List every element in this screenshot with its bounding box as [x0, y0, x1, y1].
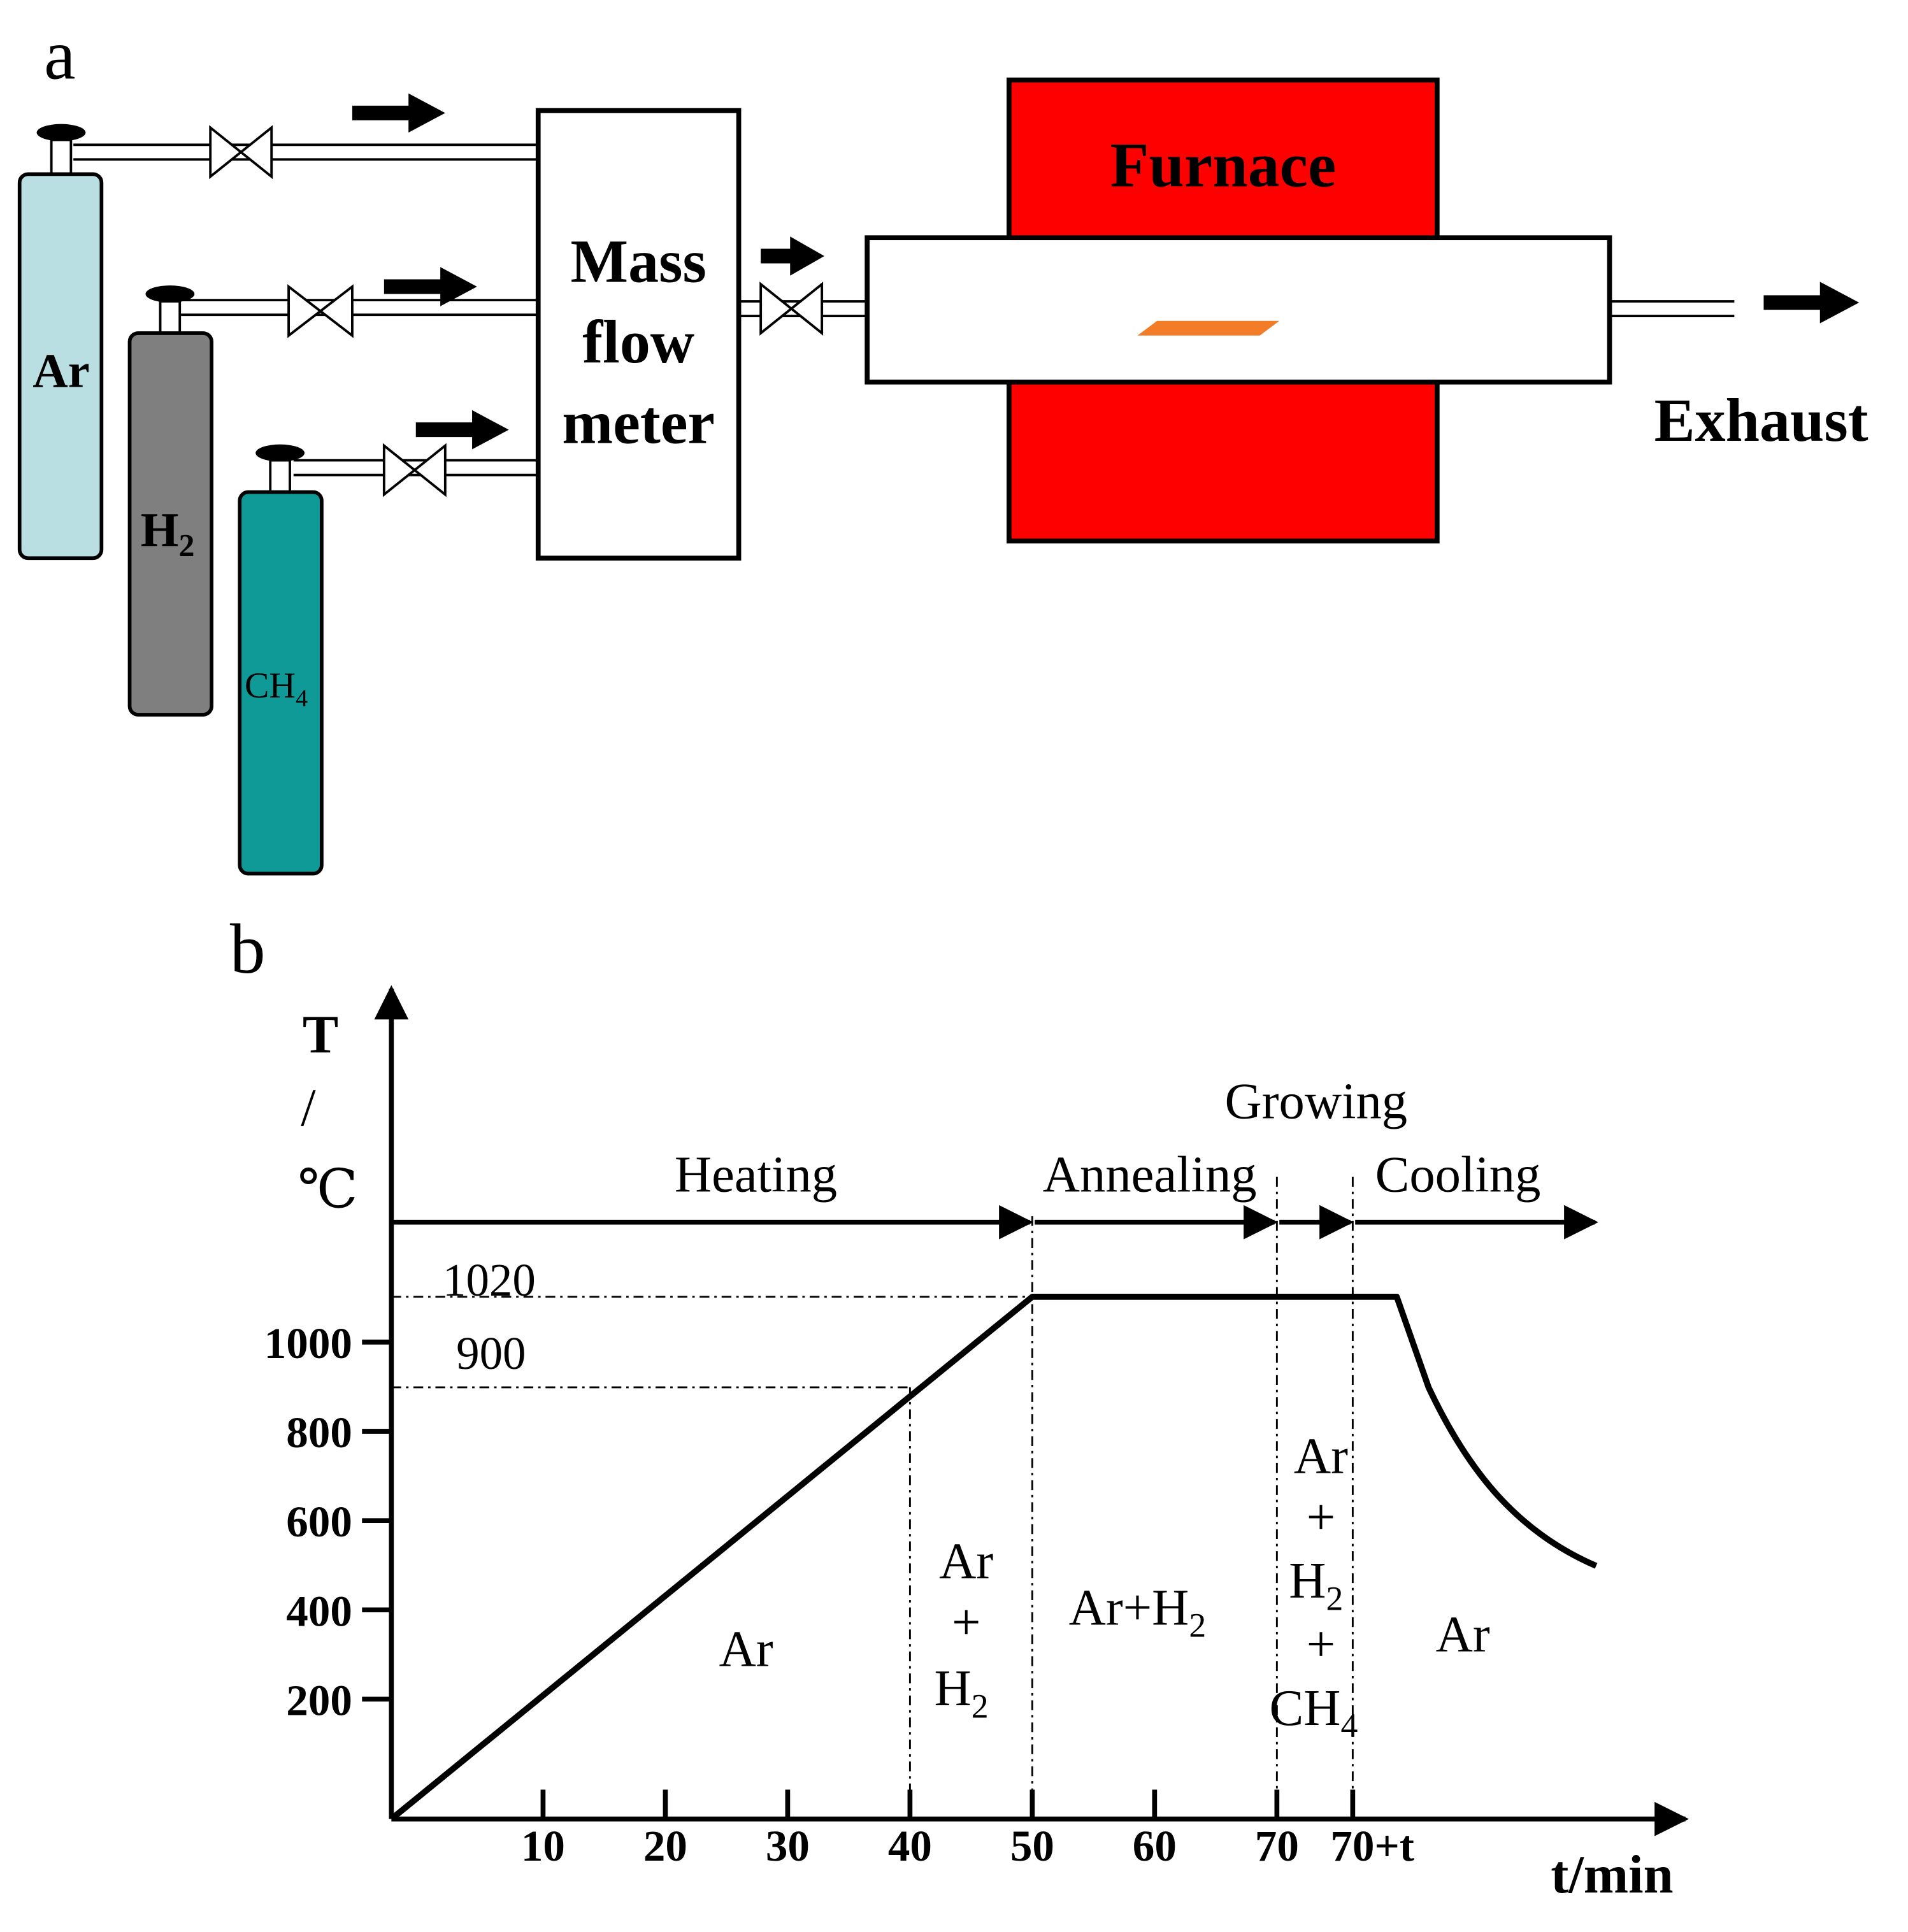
level-label-1020: 1020: [443, 1254, 536, 1306]
gas-label-pre-anneal: Ar + H2: [934, 1533, 993, 1725]
x-tick-label: 10: [521, 1821, 565, 1870]
cylinder-ch4: CH4: [238, 444, 324, 876]
substrate-sample: [1137, 320, 1280, 336]
valve-h2[interactable]: [287, 284, 354, 338]
cylinder-ch4-body: [238, 490, 324, 876]
valve-main[interactable]: [759, 282, 824, 336]
panel-b: b T / ℃ t/min 200 400 600 800 1000: [230, 910, 1689, 1905]
x-tick-label: 40: [888, 1821, 932, 1870]
svg-text:+: +: [1307, 1616, 1335, 1673]
svg-text:Ar: Ar: [939, 1533, 993, 1589]
cylinder-h2-label: H2: [141, 503, 195, 562]
mass-flow-meter-line-3: meter: [562, 389, 715, 457]
cylinder-ch4-label: CH4: [245, 666, 308, 712]
flow-arrows: [352, 93, 1860, 450]
cylinder-h2-body: [127, 331, 214, 717]
flow-arrow-ar-icon: [352, 93, 445, 133]
flow-arrow-h2-icon: [384, 267, 477, 306]
y-tick-label: 200: [286, 1675, 352, 1724]
x-tick-label: 30: [766, 1821, 810, 1870]
exhaust-arrow-icon: [1763, 282, 1860, 324]
y-axis-label-slash: /: [301, 1078, 316, 1138]
temperature-profile: [389, 1294, 1598, 1822]
gas-pipes: [73, 143, 1735, 476]
gas-label-growing: Ar + H2 + CH4: [1269, 1428, 1358, 1745]
x-ticks: 10 20 30 40 50 60 70 70+t: [521, 1789, 1414, 1870]
x-axis-label: t/min: [1551, 1845, 1673, 1905]
valve-ar[interactable]: [209, 125, 273, 180]
cylinder-ar-label: Ar: [32, 343, 90, 397]
flow-arrow-ch4-icon: [415, 410, 509, 450]
panel-a: a: [17, 17, 1869, 876]
y-tick-label: 800: [286, 1408, 352, 1457]
quartz-tube: [864, 235, 1612, 385]
gas-label-annealing: Ar+H2: [1069, 1579, 1207, 1644]
mass-flow-meter-line-2: flow: [582, 308, 694, 376]
x-tick-label: 50: [1010, 1821, 1054, 1870]
stage-label-annealing: Annealing: [1043, 1147, 1257, 1203]
valves: [209, 125, 824, 497]
stage-label-cooling: Cooling: [1375, 1147, 1541, 1203]
panel-a-label: a: [44, 17, 75, 95]
y-axis-label-t: T: [303, 1005, 338, 1064]
x-tick-label: 70: [1255, 1821, 1299, 1870]
furnace-label: Furnace: [1110, 130, 1336, 201]
svg-text:Ar: Ar: [1294, 1428, 1348, 1484]
y-tick-label: 600: [286, 1497, 352, 1546]
x-tick-label: 70+t: [1330, 1821, 1414, 1870]
valve-ch4[interactable]: [382, 443, 447, 497]
gas-label-cooling: Ar: [1436, 1606, 1490, 1663]
x-tick-label: 60: [1133, 1821, 1177, 1870]
exhaust-label: Exhaust: [1654, 386, 1869, 454]
gas-label-heating: Ar: [719, 1621, 773, 1678]
y-axis-label-unit: ℃: [298, 1161, 358, 1220]
furnace: Furnace: [864, 77, 1612, 544]
cylinder-ar: Ar: [17, 124, 104, 561]
svg-text:+: +: [1307, 1489, 1335, 1545]
y-tick-label: 400: [286, 1586, 352, 1635]
stage-label-heating: Heating: [675, 1147, 837, 1203]
svg-text:H2: H2: [1289, 1552, 1343, 1617]
svg-text:CH4: CH4: [1269, 1680, 1358, 1745]
mass-flow-meter-line-1: Mass: [571, 227, 707, 295]
svg-text:H2: H2: [934, 1660, 988, 1725]
y-ticks: 200 400 600 800 1000: [264, 1319, 392, 1724]
y-tick-label: 1000: [264, 1319, 352, 1368]
mass-flow-meter: Mass flow meter: [535, 108, 742, 561]
stage-label-growing: Growing: [1224, 1073, 1407, 1130]
x-tick-label: 20: [643, 1821, 687, 1870]
level-label-900: 900: [456, 1327, 526, 1379]
flow-arrow-main-icon: [761, 236, 824, 276]
cylinder-ar-body: [17, 172, 104, 561]
guide-lines: [391, 1177, 1354, 1819]
panel-b-label: b: [230, 910, 266, 989]
cylinder-h2: H2: [127, 285, 214, 717]
svg-text:+: +: [952, 1594, 980, 1650]
